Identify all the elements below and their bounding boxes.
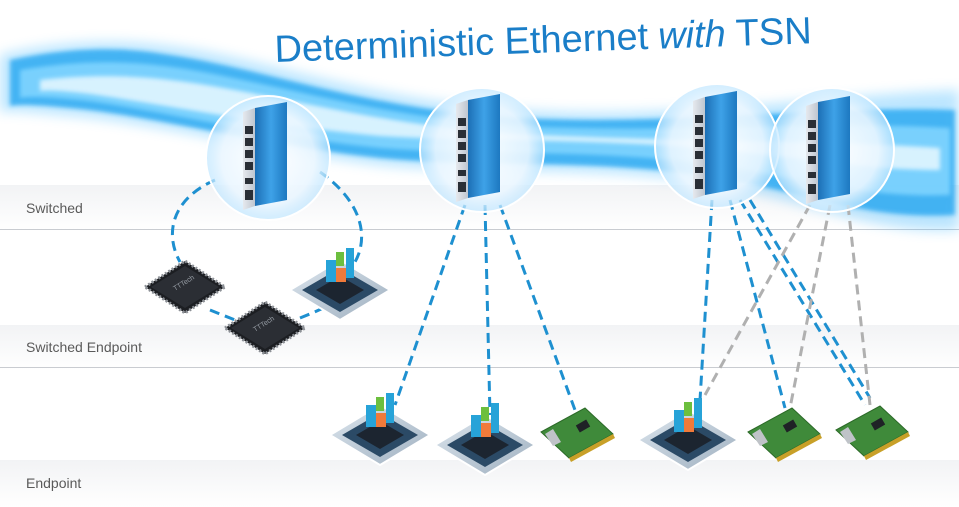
title-main: Deterministic Ethernet bbox=[274, 16, 649, 71]
switch-2 bbox=[456, 94, 500, 202]
links-gray bbox=[703, 204, 872, 409]
switch-3 bbox=[693, 91, 737, 199]
title-with: with bbox=[657, 13, 726, 57]
switch-4 bbox=[806, 96, 850, 204]
pcie-card-1 bbox=[540, 407, 615, 462]
fpga-chip-endpoint-3 bbox=[636, 398, 740, 472]
tttech-chip-1: TTTech bbox=[142, 259, 228, 315]
fpga-chip-endpoint-2 bbox=[433, 403, 537, 477]
pcie-card-2 bbox=[747, 407, 822, 462]
tier-label-switched: Switched bbox=[26, 200, 83, 216]
switch-1 bbox=[243, 102, 287, 210]
tier-label-endpoint: Endpoint bbox=[26, 475, 82, 491]
fpga-chip-endpoint-1 bbox=[328, 393, 432, 467]
tttech-chip-2: TTTech bbox=[222, 300, 308, 356]
fpga-chip-switched-endpoint bbox=[288, 248, 392, 322]
title-tail: TSN bbox=[735, 10, 812, 55]
tier-label-switched-endpoint: Switched Endpoint bbox=[26, 339, 142, 355]
pcie-card-3 bbox=[835, 405, 910, 460]
